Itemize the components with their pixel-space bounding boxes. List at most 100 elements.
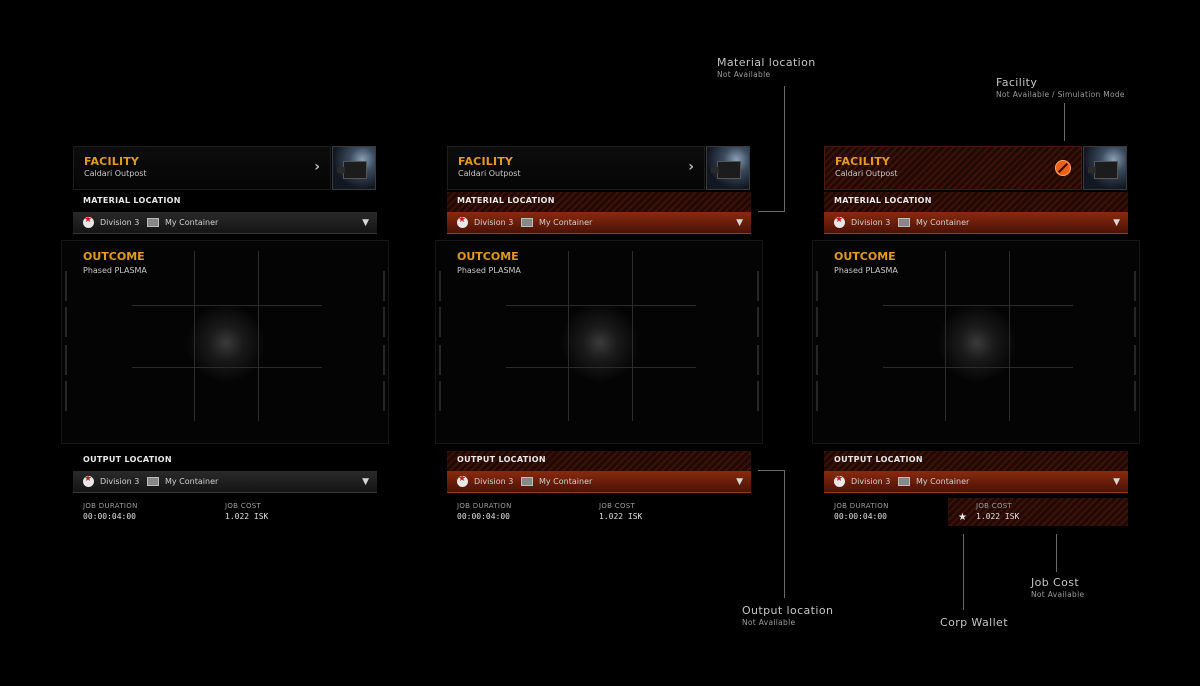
- output-location-dropdown[interactable]: Division 3 My Container ▼: [824, 471, 1128, 493]
- corp-division-icon: [834, 215, 845, 228]
- frame-corner: [436, 436, 443, 443]
- corp-division-icon: [834, 474, 845, 487]
- chevron-right-icon[interactable]: ›: [314, 159, 320, 175]
- container-icon: [521, 477, 533, 486]
- output-division: Division 3: [851, 477, 891, 486]
- facility-selector[interactable]: FACILITY Caldari Outpost ›: [73, 146, 331, 190]
- job-duration-value: 00:00:04:00: [83, 512, 136, 521]
- grid-line: [883, 305, 1073, 306]
- industry-panel-facility-error: FACILITY Caldari Outpost MATERIAL LOCATI…: [812, 146, 1142, 526]
- job-cost-label: JOB COST: [976, 502, 1013, 510]
- facility-thumbnail: [332, 146, 376, 190]
- caret-down-icon: ▼: [362, 477, 369, 487]
- material-location-dropdown[interactable]: Division 3 My Container ▼: [447, 212, 751, 234]
- annotation-title: Job Cost: [1031, 576, 1080, 589]
- material-location-label: MATERIAL LOCATION: [83, 196, 181, 205]
- container-icon: [898, 477, 910, 486]
- chevron-right-icon[interactable]: ›: [688, 159, 694, 175]
- annotation-title: Output location: [742, 604, 834, 617]
- job-duration-label: JOB DURATION: [834, 502, 889, 510]
- material-division: Division 3: [474, 218, 514, 227]
- corp-division-icon: [457, 474, 468, 487]
- output-container: My Container: [539, 477, 593, 486]
- frame-corner: [381, 436, 388, 443]
- frame-mark: [757, 307, 759, 337]
- frame-mark: [816, 345, 818, 375]
- material-container: My Container: [165, 218, 219, 227]
- facility-name: Caldari Outpost: [835, 169, 898, 178]
- material-container: My Container: [539, 218, 593, 227]
- job-cost-value: 1.022 ISK: [976, 512, 1020, 521]
- material-location-dropdown[interactable]: Division 3 My Container ▼: [824, 212, 1128, 234]
- frame-mark: [383, 381, 385, 411]
- material-container: My Container: [916, 218, 970, 227]
- outcome-glow: [186, 303, 266, 383]
- facility-selector[interactable]: FACILITY Caldari Outpost: [824, 146, 1082, 190]
- annotation-subtitle: Not Available: [717, 70, 771, 79]
- annotation-title: Material location: [717, 56, 816, 69]
- annotation-subtitle: Not Available: [742, 618, 796, 627]
- frame-mark: [816, 307, 818, 337]
- industry-panel-location-error: FACILITY Caldari Outpost › MATERIAL LOCA…: [435, 146, 765, 526]
- annotation-line: [758, 211, 785, 212]
- annotation-line: [963, 534, 964, 610]
- industry-panel-normal: FACILITY Caldari Outpost › MATERIAL LOCA…: [61, 146, 391, 526]
- output-container: My Container: [165, 477, 219, 486]
- frame-mark: [757, 381, 759, 411]
- outcome-title: OUTCOME: [83, 250, 145, 263]
- job-cost-label: JOB COST: [599, 502, 636, 510]
- output-division: Division 3: [474, 477, 514, 486]
- frame-mark: [757, 345, 759, 375]
- grid-line: [132, 305, 322, 306]
- annotation-line: [758, 470, 785, 471]
- outcome-viewer: OUTCOME Phased PLASMA: [435, 240, 763, 444]
- frame-mark: [1134, 345, 1136, 375]
- frame-mark: [1134, 271, 1136, 301]
- frame-corner: [381, 241, 388, 248]
- corp-division-icon: [457, 215, 468, 228]
- frame-mark: [1134, 381, 1136, 411]
- output-container: My Container: [916, 477, 970, 486]
- frame-mark: [383, 345, 385, 375]
- output-division: Division 3: [100, 477, 140, 486]
- annotation-subtitle: Not Available: [1031, 590, 1085, 599]
- frame-corner: [755, 436, 762, 443]
- annotation-line: [784, 470, 785, 598]
- outcome-glow: [560, 303, 640, 383]
- frame-mark: [439, 271, 441, 301]
- job-cost-label: JOB COST: [225, 502, 262, 510]
- material-location-dropdown[interactable]: Division 3 My Container ▼: [73, 212, 377, 234]
- container-icon: [898, 218, 910, 227]
- material-division: Division 3: [100, 218, 140, 227]
- facility-selector[interactable]: FACILITY Caldari Outpost ›: [447, 146, 705, 190]
- frame-mark: [65, 345, 67, 375]
- material-division: Division 3: [851, 218, 891, 227]
- outcome-viewer: OUTCOME Phased PLASMA: [812, 240, 1140, 444]
- grid-line: [632, 251, 633, 421]
- job-duration-label: JOB DURATION: [457, 502, 512, 510]
- outcome-viewer: OUTCOME Phased PLASMA: [61, 240, 389, 444]
- job-cost-warning: [948, 498, 1128, 526]
- caret-down-icon: ▼: [1113, 477, 1120, 487]
- annotation-line: [1056, 534, 1057, 572]
- frame-mark: [816, 381, 818, 411]
- frame-mark: [439, 381, 441, 411]
- star-icon: ★: [958, 512, 967, 523]
- output-location-dropdown[interactable]: Division 3 My Container ▼: [73, 471, 377, 493]
- caret-down-icon: ▼: [362, 218, 369, 228]
- output-location-dropdown[interactable]: Division 3 My Container ▼: [447, 471, 751, 493]
- material-location-label: MATERIAL LOCATION: [447, 192, 751, 212]
- annotation-title: Facility: [996, 76, 1038, 89]
- frame-corner: [755, 241, 762, 248]
- outcome-glow: [937, 303, 1017, 383]
- outcome-title: OUTCOME: [457, 250, 519, 263]
- facility-title: FACILITY: [84, 155, 140, 168]
- container-icon: [521, 218, 533, 227]
- job-duration-value: 00:00:04:00: [457, 512, 510, 521]
- grid-line: [132, 367, 322, 368]
- grid-line: [506, 367, 696, 368]
- annotation-subtitle: Not Available / Simulation Mode: [996, 90, 1125, 99]
- grid-line: [194, 251, 195, 421]
- annotation-line: [784, 86, 785, 212]
- annotation-line: [1064, 103, 1065, 141]
